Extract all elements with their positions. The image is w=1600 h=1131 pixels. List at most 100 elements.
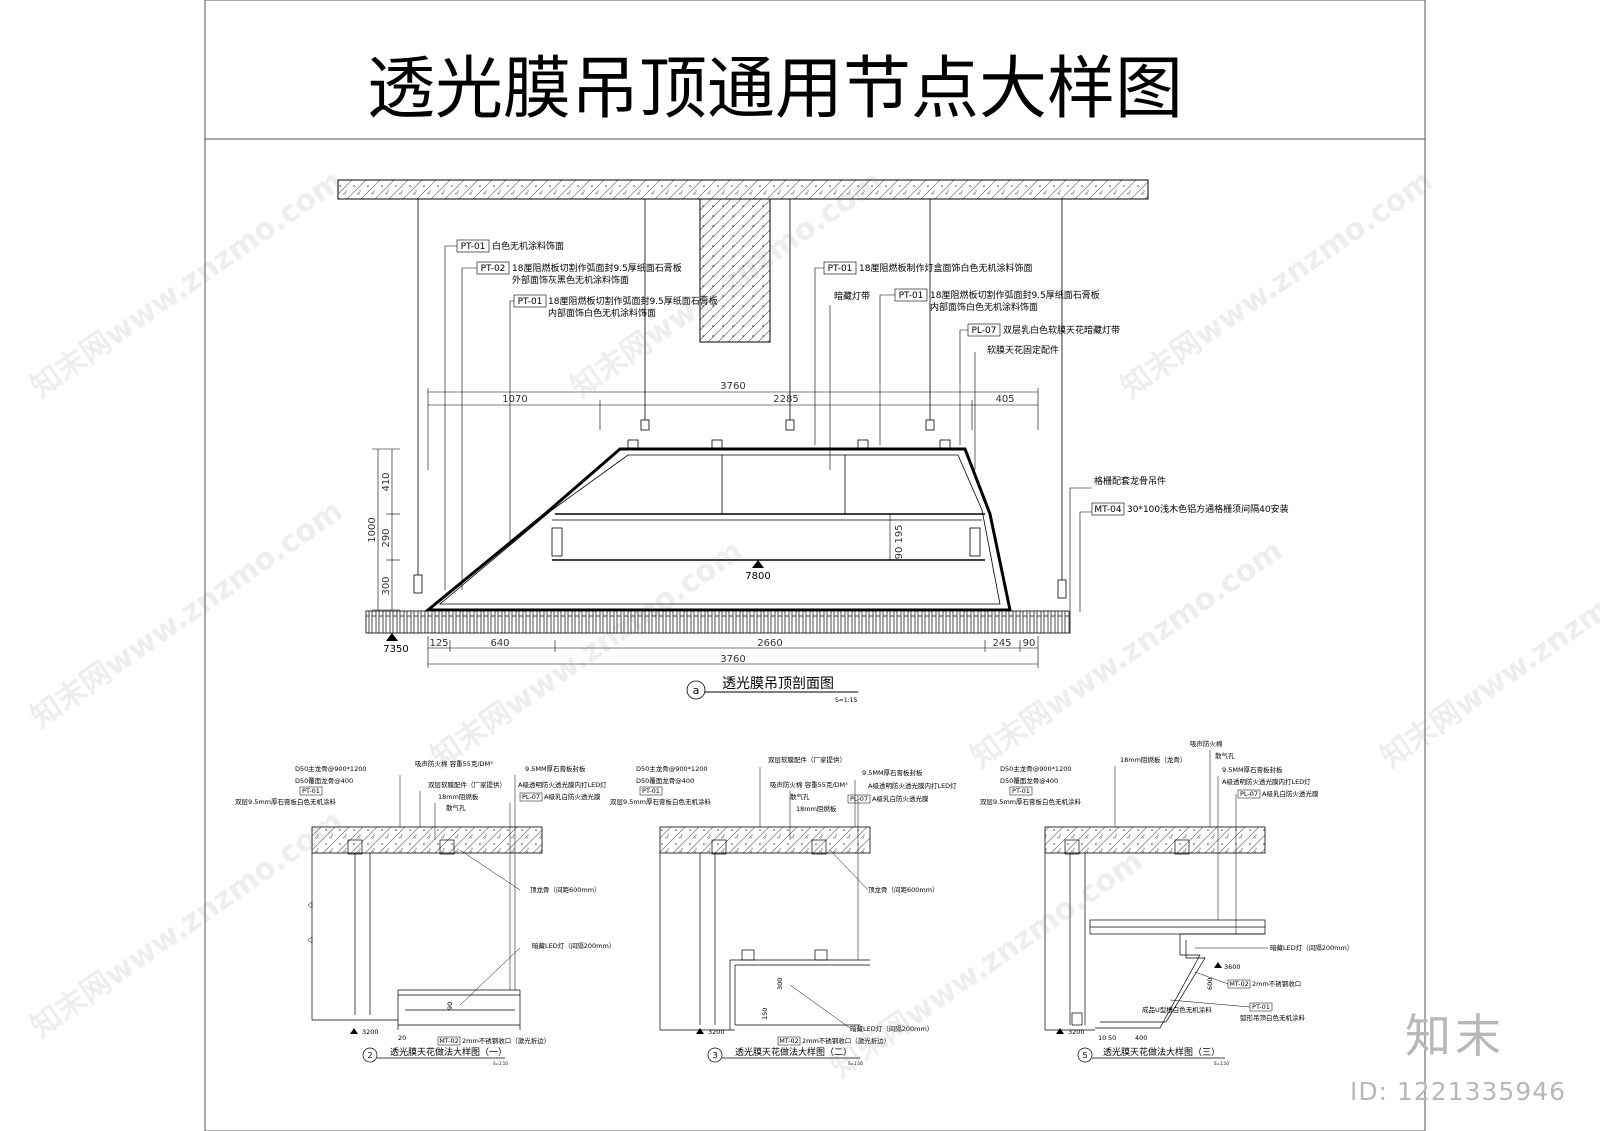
svg-text:18厘阻燃板切割作弧面封9.5厚纸面石膏板: 18厘阻燃板切割作弧面封9.5厚纸面石膏板: [548, 295, 718, 307]
svg-text:3200: 3200: [362, 1028, 379, 1036]
svg-text:18mm阻燃板: 18mm阻燃板: [438, 792, 479, 801]
svg-text:D50主龙骨@900*1200: D50主龙骨@900*1200: [295, 764, 366, 773]
structural-column: [699, 198, 771, 343]
svg-text:50: 50: [1108, 1034, 1116, 1042]
svg-text:18厘阻燃板制作灯盒面饰白色无机涂料饰面: 18厘阻燃板制作灯盒面饰白色无机涂料饰面: [859, 262, 1032, 274]
svg-text:双层9.5mm厚石膏板白色无机涂料: 双层9.5mm厚石膏板白色无机涂料: [980, 797, 1082, 806]
callout-7: PL-07 双层乳白色软膜天花暗藏灯带: [967, 323, 1120, 337]
page-title: 透光膜吊顶通用节点大样图: [367, 50, 1183, 129]
callout-3: PT-01 18厘阻燃板切割作弧面封9.5厚纸面石膏板 内部面饰白色无机涂料饰面: [513, 294, 718, 319]
detail-5: D50主龙骨@900*1200 D50覆面龙骨@400 PT-01 双层9.5m…: [980, 739, 1353, 1066]
callout-leaders-right: [814, 267, 1092, 612]
svg-text:暗藏LED灯（间隔200mm）: 暗藏LED灯（间隔200mm）: [532, 941, 615, 950]
section-scale: S=1:15: [835, 697, 857, 704]
svg-text:散气孔: 散气孔: [790, 792, 810, 801]
dim-left-2: 290: [381, 528, 392, 547]
detail-2-caption: 透光膜天花做法大样图（一）: [390, 1046, 507, 1058]
svg-text:PT-01: PT-01: [1252, 1003, 1270, 1011]
light-box: [423, 439, 1012, 612]
section-a: 3760 1070 2285 405 1000 410 290 300 195 …: [337, 179, 1289, 704]
callout-8: 软膜天花固定配件: [987, 344, 1059, 356]
level-floor: 7350: [383, 644, 408, 655]
section-marker: [686, 680, 706, 700]
svg-text:18厘阻燃板切割作弧面封9.5厚纸面石膏板: 18厘阻燃板切割作弧面封9.5厚纸面石膏板: [512, 262, 682, 274]
svg-text:90: 90: [446, 1002, 454, 1010]
svg-text:顶龙骨（间距600mm）: 顶龙骨（间距600mm）: [530, 885, 601, 894]
detail-2-marker: 2: [367, 1051, 372, 1060]
svg-text:内部面饰白色无机涂料饰面: 内部面饰白色无机涂料饰面: [930, 301, 1038, 313]
svg-text:3600: 3600: [1224, 963, 1241, 971]
dim-top-2: 2285: [773, 394, 798, 405]
detail-3: D50主龙骨@900*1200 D50覆面龙骨@400 PT-01 双层9.5m…: [610, 755, 957, 1066]
svg-text:D50覆面龙骨@400: D50覆面龙骨@400: [295, 776, 353, 785]
svg-text:成品U型槽白色无机涂料: 成品U型槽白色无机涂料: [1142, 1005, 1212, 1014]
dim-inner-2: 90: [894, 547, 905, 560]
level-inner: 7800: [745, 571, 770, 582]
top-dimensions: [427, 388, 1039, 470]
svg-text:PL-07: PL-07: [850, 795, 868, 803]
svg-text:S=1:10: S=1:10: [493, 1061, 508, 1066]
detail-3-marker: 3: [712, 1051, 717, 1060]
svg-text:PL-07: PL-07: [522, 793, 540, 801]
svg-text:PT-01: PT-01: [1012, 787, 1030, 795]
svg-text:9.5MM厚石膏板封板: 9.5MM厚石膏板封板: [862, 768, 923, 777]
svg-text:2mm不锈钢收口（激光折边）: 2mm不锈钢收口（激光折边）: [462, 1036, 550, 1045]
svg-text:弧形吊顶白色无机涂料: 弧形吊顶白色无机涂料: [1240, 1013, 1306, 1022]
svg-text:PL-07: PL-07: [1240, 790, 1258, 798]
detail-2: D50主龙骨@900*1200 D50覆面龙骨@400 PT-01 双层9.5m…: [235, 759, 615, 1066]
svg-text:吸声防火棉 容重55克/DM³: 吸声防火棉 容重55克/DM³: [770, 780, 848, 789]
level-marker-inner: [752, 560, 764, 568]
concrete-slab: [337, 179, 1149, 200]
callout-4: PT-01 18厘阻燃板制作灯盒面饰白色无机涂料饰面: [823, 261, 1032, 275]
svg-text:吸声防火棉 容重55克/DM³: 吸声防火棉 容重55克/DM³: [415, 759, 493, 768]
svg-text:PT-02: PT-02: [481, 264, 506, 274]
svg-text:内部面饰白色无机涂料饰面: 内部面饰白色无机涂料饰面: [548, 307, 656, 319]
svg-text:PT-01: PT-01: [302, 787, 320, 795]
dim-left-1: 410: [381, 472, 392, 491]
svg-text:外部面饰灰黑色无机涂料饰面: 外部面饰灰黑色无机涂料饰面: [512, 274, 629, 286]
svg-text:散气孔: 散气孔: [446, 803, 466, 812]
svg-text:3200: 3200: [1068, 1028, 1085, 1036]
dim-top-total: 3760: [720, 381, 745, 392]
svg-text:双层9.5mm厚石膏板白色无机涂料: 双层9.5mm厚石膏板白色无机涂料: [235, 797, 337, 806]
dim-left-total: 1000: [367, 517, 378, 542]
callout-10: MT-04 30*100浅木色铝方通格栅须间隔40安装: [1091, 502, 1289, 516]
svg-text:18mm阻燃板（龙骨）: 18mm阻燃板（龙骨）: [1120, 755, 1186, 764]
svg-text:白色无机涂料饰面: 白色无机涂料饰面: [492, 240, 564, 252]
svg-text:MT-02: MT-02: [1229, 980, 1249, 988]
brand-logo: 知末: [1405, 1009, 1505, 1063]
svg-text:A级透明防火透光膜内打LED灯: A级透明防火透光膜内打LED灯: [868, 781, 957, 790]
svg-text:3200: 3200: [708, 1028, 725, 1036]
svg-text:A级透明防火透光膜内打LED灯: A级透明防火透光膜内打LED灯: [518, 780, 607, 789]
svg-text:18厘阻燃板切割作弧面封9.5厚纸面石膏板: 18厘阻燃板切割作弧面封9.5厚纸面石膏板: [930, 289, 1100, 301]
dim-left-3: 300: [381, 576, 392, 595]
callout-5: 暗藏灯带: [834, 290, 870, 302]
svg-text:400: 400: [1135, 1034, 1147, 1042]
inner-dimensions: [884, 514, 896, 561]
svg-text:双层乳白色软膜天花暗藏灯带: 双层乳白色软膜天花暗藏灯带: [1003, 324, 1120, 336]
svg-text:PT-01: PT-01: [642, 787, 660, 795]
svg-text:600: 600: [1206, 978, 1214, 990]
svg-text:散气孔: 散气孔: [1215, 751, 1235, 760]
section-marker-label: a: [693, 684, 700, 697]
section-caption: 透光膜吊顶剖面图: [722, 676, 834, 692]
svg-text:MT-04: MT-04: [1094, 505, 1121, 515]
svg-text:暗藏LED灯（间隔200mm）: 暗藏LED灯（间隔200mm）: [850, 1024, 933, 1033]
hanger-rods: [413, 199, 1067, 599]
svg-text:MT-02: MT-02: [439, 1037, 459, 1045]
callout-6: PT-01 18厘阻燃板切割作弧面封9.5厚纸面石膏板 内部面饰白色无机涂料饰面: [894, 288, 1100, 313]
svg-text:150: 150: [761, 1008, 769, 1020]
svg-text:2mm不锈钢收口（激光折边）: 2mm不锈钢收口（激光折边）: [802, 1036, 890, 1045]
svg-text:30*100浅木色铝方通格栅须间隔40安装: 30*100浅木色铝方通格栅须间隔40安装: [1127, 503, 1289, 515]
detail-5-caption: 透光膜天花做法大样图（三）: [1103, 1046, 1220, 1058]
dim-top-1: 1070: [502, 394, 527, 405]
dim-bottom-2: 640: [490, 638, 509, 649]
svg-text:2mm不锈钢收口: 2mm不锈钢收口: [1252, 979, 1301, 988]
bottom-dimensions: [427, 636, 1039, 668]
dim-bottom-1: 125: [429, 638, 448, 649]
svg-text:D50覆面龙骨@400: D50覆面龙骨@400: [1000, 776, 1058, 785]
svg-text:双层9.5mm厚石膏板白色无机涂料: 双层9.5mm厚石膏板白色无机涂料: [610, 797, 712, 806]
aluminium-grille: [365, 610, 1071, 634]
drawing-id: ID: 1221335946: [1350, 1077, 1567, 1106]
